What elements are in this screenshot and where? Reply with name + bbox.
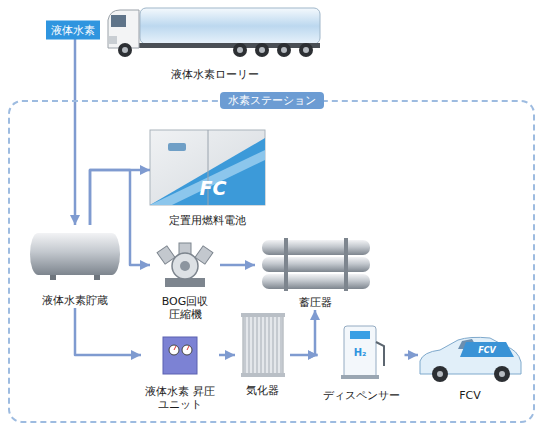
region-heading: 水素ステーション [220,92,324,109]
node-caption: 液体水素 昇圧ユニット [143,385,217,413]
component-node: ディスペンサー [318,322,405,403]
storage-tank-illustration [30,233,120,280]
node-caption: ディスペンサー [321,389,402,403]
component-node: 蓄圧器 [255,235,375,310]
dispenser-illustration [341,326,384,379]
node-caption: 蓄圧器 [297,296,334,310]
component-node: 液体水素 昇圧ユニット [141,332,219,412]
vaporizer-illustration [241,313,285,377]
node-caption: 気化器 [244,384,281,398]
car-illustration [420,337,521,382]
fuel-cell-illustration [150,130,265,205]
node-caption: 定置用燃料電池 [167,214,248,228]
illustration-label: FCV [478,346,496,355]
edge-label: 液体水素 [46,21,100,40]
flow-arrow [315,310,318,355]
flow-arrow [90,170,150,225]
component-node: 気化器 [235,312,290,398]
accumulator-illustration [262,238,370,291]
component-node: 液体水素貯蔵 [25,225,125,308]
node-caption: 液体水素貯蔵 [40,294,110,308]
illustration-label: FC [200,177,227,199]
flow-arrow [75,30,100,225]
flow-arrow [75,308,141,355]
node-caption: BOG回収 圧縮機 [154,295,216,323]
truck-illustration [108,8,320,57]
component-node: BOG回収 圧縮機 [150,242,220,322]
node-caption: FCV [457,389,483,403]
component-node: FCV [418,332,522,403]
booster-unit-illustration [163,337,197,374]
component-node: 液体水素ローリー [100,2,330,82]
flow-arrow [90,170,150,265]
flow-arrow [219,354,235,357]
illustration-label: H₂ [354,347,367,358]
flow-arrow [220,264,255,267]
compressor-illustration [157,243,213,287]
flow-arrow [405,354,419,357]
node-caption: 液体水素ローリー [169,68,261,82]
flow-arrow [290,354,318,357]
station-region: 水素ステーション定置用燃料電池液体水素貯蔵BOG回収 圧縮機蓄圧器液体水素 昇圧… [8,100,535,423]
